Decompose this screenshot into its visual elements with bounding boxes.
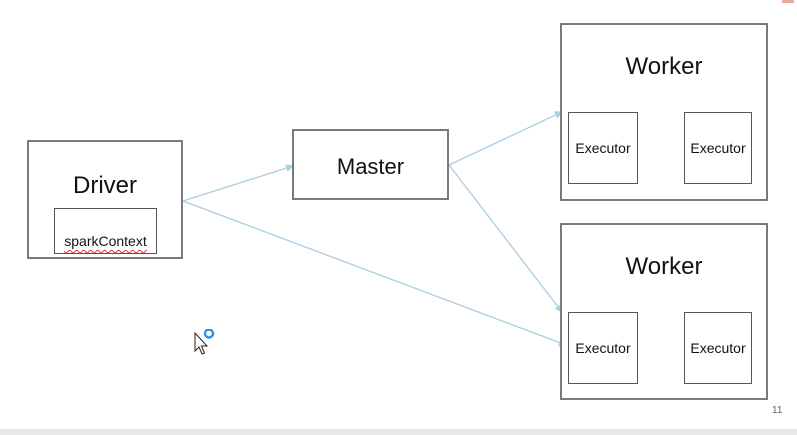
executor-label: Executor	[690, 140, 746, 156]
driver-title: Driver	[73, 172, 137, 199]
arrow-master-to-worker1	[448, 111, 563, 166]
spark-context-box: sparkContext	[54, 208, 157, 254]
busy-pointer-icon	[194, 329, 215, 355]
driver-box: Driver sparkContext	[27, 140, 183, 259]
executor-box: Executor	[568, 112, 638, 184]
arrow-master-to-worker2	[448, 164, 563, 313]
executor-label: Executor	[690, 340, 746, 356]
bottom-strip	[0, 429, 797, 435]
worker-title: Worker	[625, 53, 703, 80]
executor-label: Executor	[575, 340, 631, 356]
executor-box: Executor	[684, 112, 752, 184]
worker-title: Worker	[625, 253, 703, 280]
page-number: 11	[772, 405, 783, 416]
executor-label: Executor	[575, 140, 631, 156]
worker-box-1: Worker Executor Executor	[560, 23, 768, 201]
corner-mark	[782, 0, 794, 3]
arrow-driver-to-master	[182, 164, 294, 202]
executor-box: Executor	[568, 312, 638, 384]
master-box: Master	[292, 129, 449, 200]
worker-box-2: Worker Executor Executor	[560, 223, 768, 400]
arrow-driver-to-worker2-executor	[182, 200, 567, 347]
master-title: Master	[336, 154, 405, 179]
spark-context-label: sparkContext	[64, 233, 147, 249]
executor-box: Executor	[684, 312, 752, 384]
